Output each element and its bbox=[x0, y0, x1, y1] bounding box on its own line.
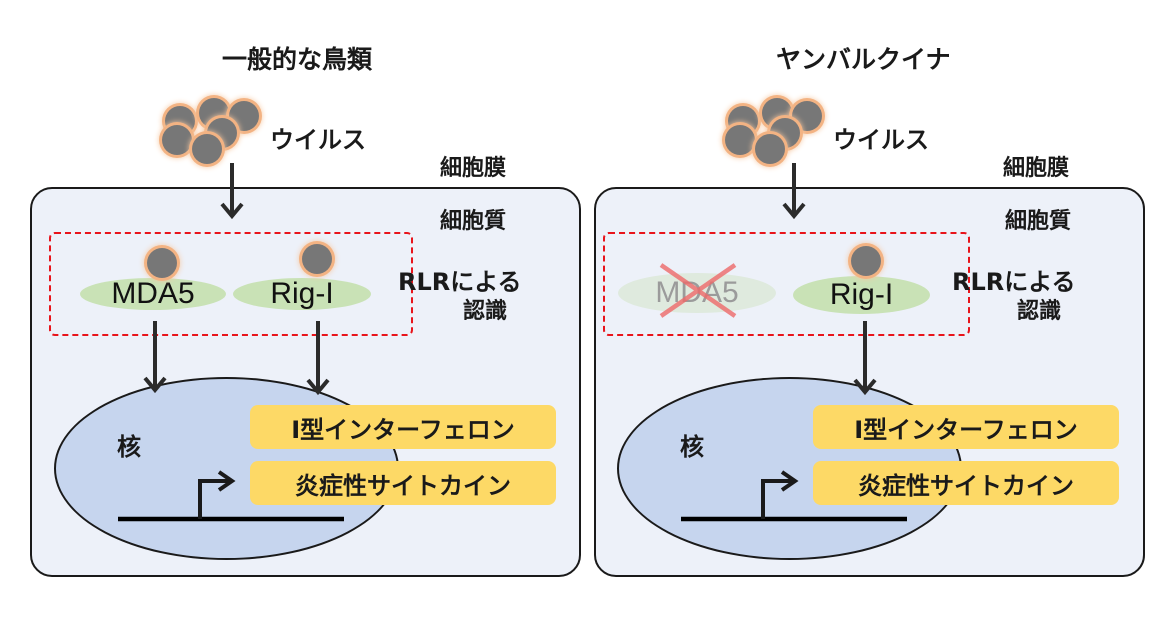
recognition-label: RLRによる bbox=[398, 268, 522, 296]
receptor-label: MDA5 bbox=[111, 277, 195, 310]
rlr-recognition-box bbox=[49, 232, 413, 336]
recognition-label-2: 認識 bbox=[1017, 299, 1062, 324]
virus-label: ウイルス bbox=[833, 126, 929, 154]
output-inflammatory-cytokine: 炎症性サイトカイン bbox=[813, 461, 1119, 505]
nucleus-label: 核 bbox=[117, 433, 141, 461]
virus-particle bbox=[755, 134, 785, 164]
nucleus-label: 核 bbox=[680, 433, 704, 461]
bound-virus bbox=[302, 244, 332, 274]
cytoplasm-label: 細胞質 bbox=[1005, 209, 1072, 234]
panel-title: ヤンバルクイナ bbox=[776, 45, 951, 74]
recognition-label-2: 認識 bbox=[463, 299, 508, 324]
receptor-rig-i: Rig-I bbox=[793, 276, 930, 314]
virus-particle bbox=[192, 134, 222, 164]
arrow-virus-to-cell bbox=[782, 163, 806, 220]
arrow-virus-to-cell bbox=[220, 163, 244, 220]
virus-label: ウイルス bbox=[270, 126, 366, 154]
virus-particle bbox=[162, 125, 192, 155]
gene-promoter-icon bbox=[118, 470, 344, 522]
output-type-i-interferon: I型インターフェロン bbox=[250, 405, 556, 449]
rlr-recognition-box bbox=[603, 232, 970, 336]
virus-particle bbox=[725, 125, 755, 155]
arrow-rig-i-to-nucleus bbox=[853, 321, 877, 396]
output-type-i-interferon: I型インターフェロン bbox=[813, 405, 1119, 449]
panel-title: 一般的な鳥類 bbox=[222, 45, 373, 74]
bound-virus bbox=[851, 246, 881, 276]
membrane-label: 細胞膜 bbox=[1003, 156, 1070, 181]
receptor-mda5: MDA5 bbox=[80, 277, 226, 310]
receptor-label: Rig-I bbox=[270, 277, 334, 310]
receptor-rig-i: Rig-I bbox=[233, 277, 371, 310]
cross-mark-icon bbox=[659, 263, 737, 318]
receptor-label: Rig-I bbox=[829, 278, 894, 311]
arrow-rig-i-to-nucleus bbox=[306, 321, 330, 396]
output-inflammatory-cytokine: 炎症性サイトカイン bbox=[250, 461, 556, 505]
bound-virus bbox=[147, 248, 177, 278]
gene-promoter-icon bbox=[681, 470, 907, 522]
arrow-mda5-to-nucleus bbox=[143, 321, 167, 394]
recognition-label: RLRによる bbox=[952, 268, 1076, 296]
membrane-label: 細胞膜 bbox=[440, 156, 507, 181]
cytoplasm-label: 細胞質 bbox=[440, 209, 507, 234]
